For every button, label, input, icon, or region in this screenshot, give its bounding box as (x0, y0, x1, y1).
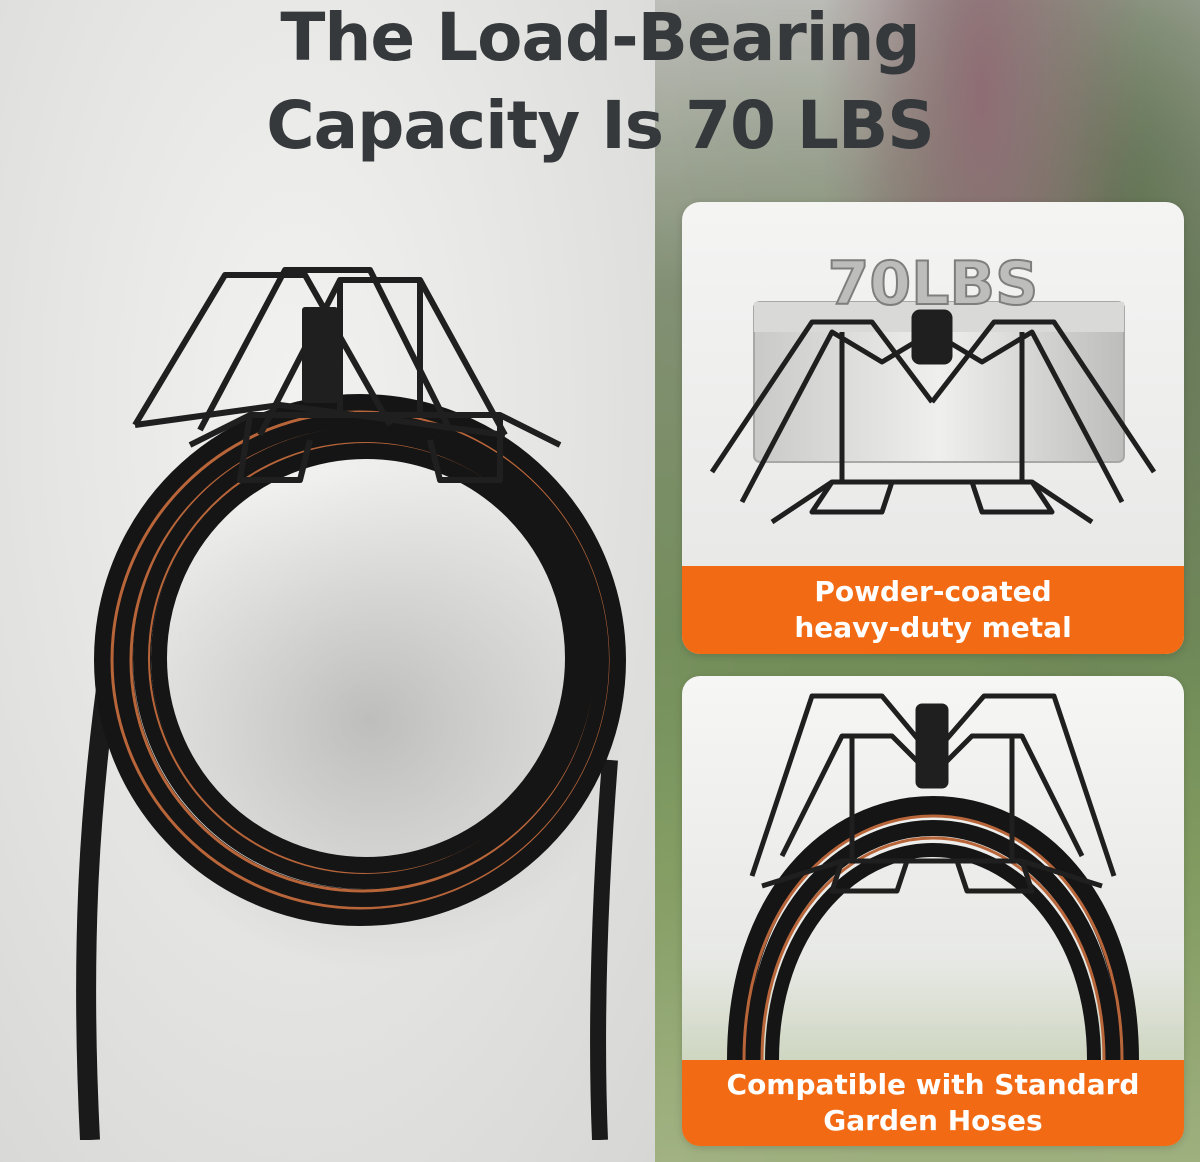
caption-line-1: Powder-coated (814, 575, 1052, 608)
hose-rack-with-hose-illustration (76, 267, 630, 1140)
hose-tail-right (590, 759, 618, 1140)
hose-rack-icon (132, 267, 562, 483)
feature-card-compatible: Compatible with Standard Garden Hoses (682, 676, 1184, 1146)
headline-line-1: The Load-Bearing (280, 0, 920, 76)
caption-line-2: heavy-duty metal (794, 611, 1072, 644)
headline: The Load-Bearing Capacity Is 70 LBS (0, 0, 1200, 170)
rack-icon (749, 693, 1117, 894)
caption-line-1: Compatible with Standard (726, 1068, 1140, 1101)
rack-with-hose-illustration (727, 693, 1139, 1060)
hose-coil-icon (727, 795, 1139, 1060)
hose-coil-icon (94, 394, 626, 926)
feature-card-load: 70LBS Powder-coated heavy-duty metal (682, 202, 1184, 654)
caption-line-2: Garden Hoses (823, 1104, 1043, 1137)
weight-badge: 70LBS (828, 249, 1039, 319)
rack-with-weight-illustration: 70LBS (709, 248, 1157, 525)
caption-compatible: Compatible with Standard Garden Hoses (682, 1060, 1184, 1146)
caption-powder-coated: Powder-coated heavy-duty metal (682, 566, 1184, 654)
rack-front-icon (709, 309, 1157, 525)
headline-line-2: Capacity Is 70 LBS (266, 87, 935, 164)
